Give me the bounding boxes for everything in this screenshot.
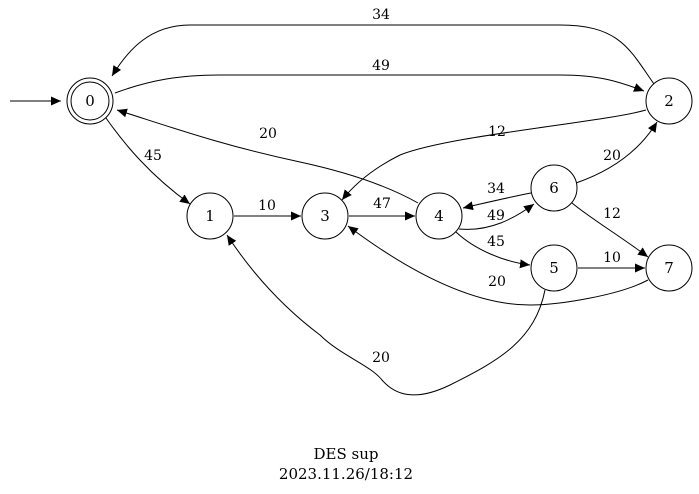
state-node-7: 7 [645, 244, 693, 292]
state-node-0: 0 [66, 77, 114, 125]
state-label-1: 1 [205, 207, 215, 225]
transition-edge-4-to-5 [455, 231, 531, 269]
state-circle-1 [186, 192, 234, 240]
transition-label-1-to-3: 10 [258, 198, 276, 214]
transition-label-5-to-1: 20 [372, 350, 390, 366]
state-node-6: 6 [530, 164, 578, 212]
state-circle-7 [645, 244, 693, 292]
state-label-2: 2 [664, 92, 674, 110]
state-label-3: 3 [320, 207, 330, 225]
transition-label-7-to-3: 20 [488, 274, 506, 290]
state-label-7: 7 [664, 259, 674, 277]
transition-edge-6-to-7 [571, 202, 649, 258]
transition-edge-7-to-3 [347, 225, 649, 306]
transition-edge-2-to-3 [341, 109, 647, 201]
transition-label-0-to-1: 45 [144, 148, 162, 164]
transitions-layer [10, 24, 658, 396]
transition-label-0-to-2: 49 [372, 58, 390, 74]
diagram-caption-timestamp: 2023.11.26/18:12 [279, 465, 413, 483]
transition-edge-0-to-1 [105, 117, 191, 205]
transition-edge-6-to-2 [575, 121, 658, 184]
state-circle-5 [530, 244, 578, 292]
transition-edge-5-to-1 [226, 234, 546, 396]
state-circle-4 [415, 192, 463, 240]
state-label-5: 5 [549, 259, 559, 277]
transition-label-6-to-2: 20 [603, 148, 621, 164]
state-node-1: 1 [186, 192, 234, 240]
state-circle-3 [301, 192, 349, 240]
transition-edge-4-to-0 [116, 108, 419, 204]
transition-edge-6-to-4 [462, 192, 532, 211]
transition-label-6-to-7: 12 [603, 206, 621, 222]
transition-label-4-to-5: 45 [487, 234, 505, 250]
transition-edge-4-to-6 [458, 203, 535, 230]
state-circle-2 [645, 77, 693, 125]
transition-edge-2-to-0 [111, 24, 655, 85]
transition-edge-0-to-2 [114, 74, 645, 94]
diagram-caption-title: DES sup [314, 445, 379, 463]
state-label-4: 4 [434, 207, 444, 225]
transition-label-5-to-7: 10 [603, 250, 621, 266]
state-label-6: 6 [549, 179, 559, 197]
state-marked-ring-0 [70, 81, 110, 121]
state-node-5: 5 [530, 244, 578, 292]
transition-label-6-to-4: 34 [487, 181, 505, 197]
state-node-2: 2 [645, 77, 693, 125]
state-node-3: 3 [301, 192, 349, 240]
state-circle-6 [530, 164, 578, 212]
transition-label-2-to-3: 12 [488, 124, 506, 140]
state-label-0: 0 [85, 92, 95, 110]
transition-label-3-to-4: 47 [373, 196, 391, 212]
transition-label-4-to-0: 20 [259, 126, 277, 142]
transition-label-4-to-6: 49 [487, 208, 505, 224]
transition-label-2-to-0: 34 [372, 7, 390, 23]
state-node-4: 4 [415, 192, 463, 240]
